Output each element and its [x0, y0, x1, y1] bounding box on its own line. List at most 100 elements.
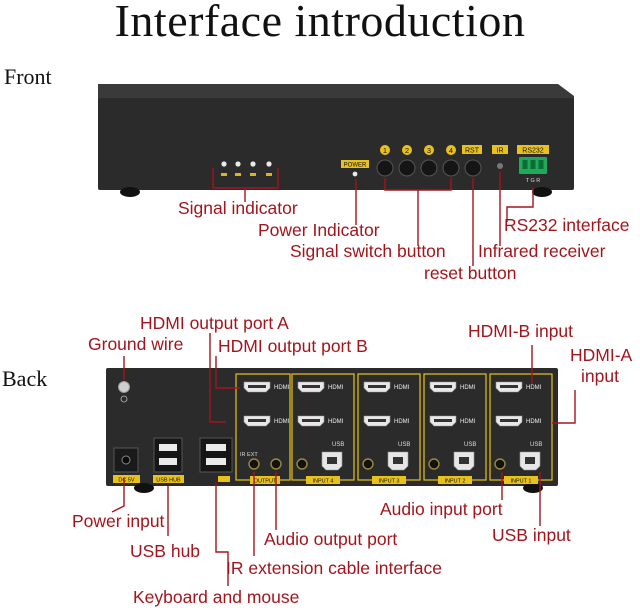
power-label-text: POWER — [344, 163, 367, 169]
label-hdmi-output-a: HDMI output port A — [140, 313, 289, 333]
usb-text-3: USB — [398, 442, 410, 448]
usb-hub-ports — [153, 437, 183, 473]
rs232-pin-3 — [538, 160, 544, 169]
label-audio-input-port: Audio input port — [380, 499, 503, 519]
audio-input-jack-4 — [296, 458, 308, 470]
label-infrared-receiver: Infrared receiver — [478, 241, 606, 261]
ir-ext-label-text: IR EXT — [240, 452, 258, 458]
usb-hub-port-2 — [159, 458, 177, 465]
label-signal-indicator: Signal indicator — [178, 198, 298, 218]
usb-b-slot-4 — [327, 457, 337, 464]
input-label-bg-4 — [306, 476, 340, 484]
label-power-input: Power input — [72, 511, 165, 531]
power-label-bg — [341, 160, 369, 168]
usb-b-slot-2 — [459, 457, 469, 464]
label-ground-wire: Ground wire — [88, 334, 184, 354]
page-title: Interface introduction — [114, 0, 526, 46]
ir-extension-jack — [248, 458, 260, 470]
km-ports — [199, 437, 233, 473]
usb-b-slot-1 — [525, 457, 535, 464]
label-usb-hub: USB hub — [130, 541, 201, 561]
hdmi-a-input-3-slot — [368, 419, 386, 422]
usb-hub-label-text: USB HUB — [156, 478, 181, 484]
input-label-text-4: INPUT 4 — [313, 479, 334, 485]
usb-text-4: USB — [332, 442, 344, 448]
label-hdmi-a-input: HDMI-A — [570, 345, 633, 365]
hdmi-b-text-3: HDMI — [394, 385, 410, 391]
rs232-pin-labels: T G R — [526, 178, 541, 184]
label-reset-button: reset button — [424, 263, 517, 283]
usb-hub-port-1 — [159, 444, 177, 451]
hdmi-out-b-text: HDMI — [274, 385, 290, 391]
signal-led-mark-4 — [266, 173, 272, 176]
hdmi-b-input-4-slot — [302, 385, 320, 388]
leader-power-input — [111, 478, 125, 513]
signal-switch-button-1 — [376, 159, 394, 177]
audio-input-jack-1 — [494, 458, 506, 470]
hdmi-b-input-3-slot — [368, 385, 386, 388]
usb-text-1: USB — [530, 442, 542, 448]
input-label-bg-2 — [438, 476, 472, 484]
label-keyboard-mouse: Keyboard and mouse — [133, 587, 300, 607]
hdmi-a-input-4-slot — [302, 419, 320, 422]
hdmi-output-b-slot — [248, 385, 266, 388]
leader-keyboard-mouse — [215, 482, 229, 586]
usb-text-2: USB — [464, 442, 476, 448]
input-label-bg-1 — [504, 476, 538, 484]
ground-symbol-icon — [120, 395, 128, 403]
hdmi-a-input-1-slot — [500, 419, 518, 422]
usb-b-slot-3 — [393, 457, 403, 464]
front-chassis — [98, 98, 574, 190]
km-icon-bg — [218, 476, 230, 482]
signal-led-2 — [235, 161, 241, 167]
button-number-badge-1 — [380, 145, 390, 155]
button-number-badge-2 — [402, 145, 412, 155]
signal-switch-button-2 — [398, 159, 416, 177]
km-port-2 — [206, 458, 226, 465]
button-number-4: 4 — [449, 146, 453, 155]
hdmi-a-text-2: HDMI — [460, 419, 476, 425]
back-foot-right — [523, 483, 543, 493]
label-signal-switch-button: Signal switch button — [290, 241, 446, 261]
back-heading: Back — [2, 366, 48, 391]
signal-led-mark-1 — [221, 173, 227, 176]
rst-label-bg — [462, 145, 482, 154]
button-number-1: 1 — [383, 146, 387, 155]
power-led — [352, 171, 358, 177]
label-hdmi-a-input-2: input — [581, 366, 619, 386]
hdmi-out-a-text: HDMI — [274, 419, 290, 425]
back-foot-left — [134, 483, 154, 493]
leader-hdmi-a-input — [552, 390, 576, 424]
rs232-pin-2 — [530, 160, 536, 169]
dc-label-text: DC 5V — [118, 478, 135, 484]
label-ir-extension: IR extension cable interface — [226, 558, 442, 578]
hdmi-a-text-1: HDMI — [526, 419, 542, 425]
button-number-3: 3 — [427, 146, 431, 155]
input-label-text-1: INPUT 1 — [511, 479, 532, 485]
label-usb-input: USB input — [492, 525, 571, 545]
label-rs232-interface: RS232 interface — [504, 215, 630, 235]
input-label-bg-3 — [372, 476, 406, 484]
signal-switch-button-3 — [420, 159, 438, 177]
front-foot-left — [120, 187, 140, 197]
front-foot-right — [532, 187, 552, 197]
hdmi-a-text-4: HDMI — [328, 419, 344, 425]
leader-hdmi-output-b — [215, 356, 240, 389]
signal-led-3 — [250, 161, 256, 167]
output-label-text: OUTPUT — [254, 479, 277, 485]
label-hdmi-output-b: HDMI output port B — [218, 336, 368, 356]
signal-switch-button-4 — [442, 159, 460, 177]
button-number-badge-3 — [424, 145, 434, 155]
audio-input-jack-2 — [428, 458, 440, 470]
hdmi-a-input-2-slot — [434, 419, 452, 422]
signal-led-4 — [266, 161, 272, 167]
rs232-label-bg — [517, 145, 549, 154]
ir-label-bg — [492, 145, 508, 154]
rs232-pin-1 — [522, 160, 528, 169]
km-port-1 — [206, 444, 226, 451]
signal-led-mark-3 — [250, 173, 256, 176]
dc-label-bg — [113, 475, 140, 483]
ir-label-text: IR — [497, 148, 504, 155]
audio-output-jack — [270, 458, 282, 470]
reset-button — [464, 159, 482, 177]
